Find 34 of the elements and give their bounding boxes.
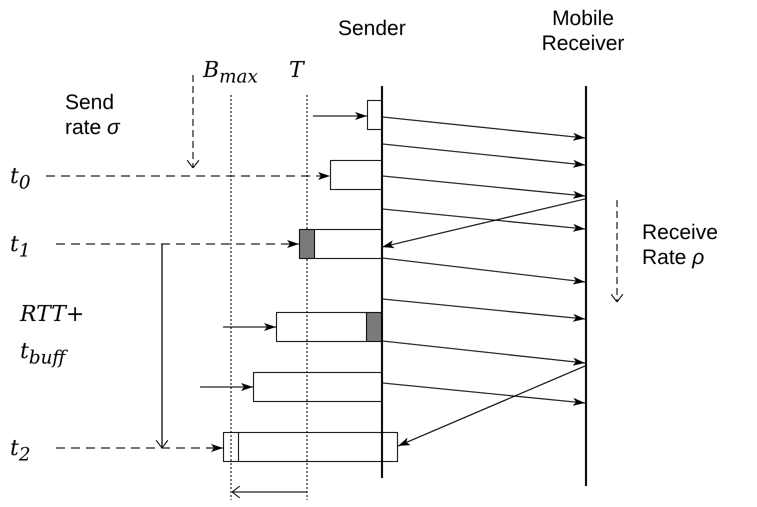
time-label: t$_{1}$ bbox=[10, 230, 56, 260]
lifeline-heading: Mobile Receiver bbox=[540, 6, 626, 56]
arrow bbox=[382, 116, 586, 141]
rate-label: Send rate σ bbox=[65, 90, 122, 140]
arrow bbox=[56, 240, 299, 248]
buffer-box bbox=[253, 372, 382, 402]
arrow bbox=[382, 143, 586, 168]
arrow bbox=[382, 340, 586, 366]
lifeline bbox=[585, 86, 586, 486]
arrow bbox=[313, 112, 367, 120]
arrow bbox=[223, 323, 276, 331]
arrow bbox=[56, 444, 223, 452]
arrow bbox=[382, 208, 586, 232]
arrow bbox=[382, 298, 586, 322]
arrow bbox=[382, 198, 586, 248]
time-label: t$_{0}$ bbox=[10, 162, 46, 192]
buffer-box bbox=[330, 160, 382, 190]
arrow bbox=[46, 172, 330, 180]
guide-label: T bbox=[289, 60, 304, 82]
arrow bbox=[200, 383, 253, 391]
buffer-box bbox=[299, 229, 382, 259]
buffer-box bbox=[223, 432, 398, 462]
lifeline bbox=[381, 86, 382, 478]
arrow bbox=[382, 175, 586, 199]
arrow bbox=[398, 366, 586, 446]
buffer-box bbox=[367, 100, 382, 130]
arrow bbox=[382, 257, 586, 285]
lifeline-heading: Sender bbox=[338, 16, 406, 42]
time-label: t$_{2}$ bbox=[10, 434, 56, 464]
interval-label: RTT+ t$_{buff}$ bbox=[20, 301, 86, 371]
buffer-box bbox=[276, 312, 382, 342]
guide-label: B$_{max}$ bbox=[203, 60, 258, 87]
arrow bbox=[382, 382, 586, 406]
rate-label: Receive Rate ρ bbox=[642, 220, 719, 270]
